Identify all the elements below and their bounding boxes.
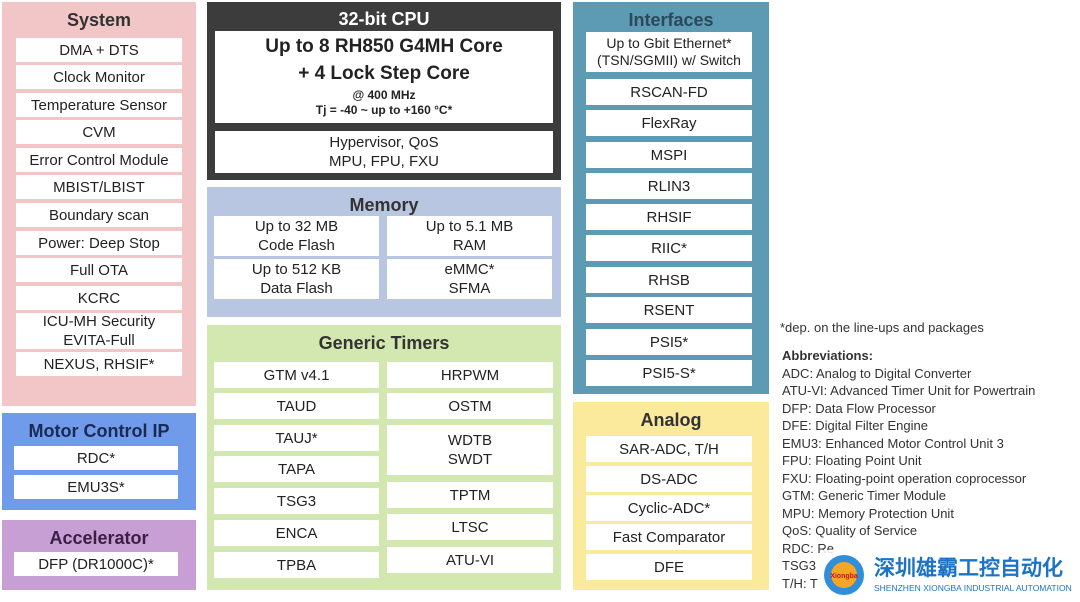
interface-item-psi5-s: PSI5-S*: [586, 360, 752, 386]
company-name: 深圳雄霸工控自动化: [874, 556, 1063, 580]
cpu-hypervisor-box: Hypervisor, QoS MPU, FPU, FXU: [215, 131, 553, 173]
abbreviations-block: Abbreviations: ADC: Analog to Digital Co…: [782, 347, 1035, 592]
interface-item-mspi: MSPI: [586, 142, 752, 168]
system-item-boundary-scan: Boundary scan: [16, 203, 182, 227]
analog-item-cyclic-adc: Cyclic-ADC*: [586, 495, 752, 521]
interface-item-rsent: RSENT: [586, 297, 752, 323]
abbreviation-item: T/H: T: [782, 575, 818, 591]
accelerator-panel: Accelerator DFP (DR1000C)*: [2, 520, 196, 590]
interfaces-title: Interfaces: [628, 10, 714, 30]
timers-panel: Generic Timers GTM v4.1 TAUD TAUJ* TAPA …: [207, 325, 561, 590]
interface-item-riic: RIIC*: [586, 235, 752, 261]
motor-item-emu3s: EMU3S*: [14, 475, 178, 499]
timer-item-atu-vi: ATU-VI: [387, 547, 553, 573]
abbreviation-item: EMU3: Enhanced Motor Control Unit 3: [782, 435, 1004, 451]
abbreviation-item: DFP: Data Flow Processor: [782, 400, 936, 416]
abbreviation-item: ADC: Analog to Digital Converter: [782, 365, 972, 381]
abbreviation-item: DFE: Digital Filter Engine: [782, 418, 928, 433]
abbreviation-item: MPU: Memory Protection Unit: [782, 505, 954, 521]
memory-panel: Memory Up to 32 MB Code Flash Up to 5.1 …: [207, 187, 561, 317]
system-panel: System DMA + DTS Clock Monitor Temperatu…: [2, 2, 196, 406]
system-title: System: [66, 10, 132, 30]
timer-item-tauj: TAUJ*: [214, 425, 379, 451]
timer-item-enca: ENCA: [214, 520, 379, 546]
timer-item-tpba: TPBA: [214, 552, 379, 578]
timer-item-tsg3: TSG3: [214, 488, 379, 514]
system-item-cvm: CVM: [16, 120, 182, 144]
svg-text:Xiongba: Xiongba: [830, 573, 858, 580]
system-item-icu-mh-security: ICU-MH Security EVITA-Full: [16, 313, 182, 349]
memory-item-data-flash: Up to 512 KB Data Flash: [214, 259, 379, 299]
system-item-full-ota: Full OTA: [16, 258, 182, 282]
motor-control-panel: Motor Control IP RDC* EMU3S*: [2, 413, 196, 510]
accelerator-item-dfp: DFP (DR1000C)*: [14, 552, 178, 576]
lineup-note: *dep. on the line-ups and packages: [780, 320, 984, 335]
interface-item-ethernet: Up to Gbit Ethernet* (TSN/SGMII) w/ Swit…: [586, 32, 752, 72]
watermark: Xiongba 深圳雄霸工控自动化 SHENZHEN XIONGBA INDUS…: [822, 550, 1078, 600]
interface-item-rhsb: RHSB: [586, 267, 752, 293]
motor-item-rdc: RDC*: [14, 446, 178, 470]
system-item-kcrc: KCRC: [16, 286, 182, 310]
company-subtitle: SHENZHEN XIONGBA INDUSTRIAL AUTOMATION: [874, 583, 1072, 593]
memory-item-ram: Up to 5.1 MB RAM: [387, 216, 552, 256]
cpu-panel: 32-bit CPU Up to 8 RH850 G4MH Core + 4 L…: [207, 2, 561, 180]
timer-item-gtm: GTM v4.1: [214, 362, 379, 388]
interface-item-rscan-fd: RSCAN-FD: [586, 79, 752, 105]
cpu-frequency: @ 400 MHz: [352, 88, 416, 102]
interfaces-panel: Interfaces Up to Gbit Ethernet* (TSN/SGM…: [573, 2, 769, 394]
memory-item-code-flash: Up to 32 MB Code Flash: [214, 216, 379, 256]
cpu-title: 32-bit CPU: [338, 9, 430, 29]
system-item-error-control-module: Error Control Module: [16, 148, 182, 172]
abbreviation-item: RDC: Re: [782, 540, 835, 556]
cpu-junction-temperature: Tj = -40 ~ up to +160 °C*: [315, 103, 453, 117]
system-item-power-deep-stop: Power: Deep Stop: [16, 231, 182, 255]
analog-panel: Analog SAR-ADC, T/H DS-ADC Cyclic-ADC* F…: [573, 402, 769, 590]
system-item-temperature-sensor: Temperature Sensor: [16, 93, 182, 117]
abbreviation-item: GTM: Generic Timer Module: [782, 488, 946, 503]
abbreviation-item: QoS: Quality of Service: [782, 523, 918, 538]
system-item-clock-monitor: Clock Monitor: [16, 65, 182, 89]
interface-item-rhsif: RHSIF: [586, 204, 752, 230]
abbreviation-item: TSG3: [782, 558, 816, 573]
system-item-dma: DMA + DTS: [16, 38, 182, 62]
timer-item-taud: TAUD: [214, 393, 379, 419]
interface-item-rlin3: RLIN3: [586, 173, 752, 199]
cpu-core-line1: Up to 8 RH850 G4MH Core: [265, 36, 503, 57]
memory-item-emmc-sfma: eMMC* SFMA: [387, 259, 552, 299]
cpu-core-box: Up to 8 RH850 G4MH Core + 4 Lock Step Co…: [215, 31, 553, 123]
cpu-core-line2: + 4 Lock Step Core: [298, 63, 470, 84]
timer-item-wdtb-swdt: WDTB SWDT: [387, 425, 553, 475]
analog-item-ds-adc: DS-ADC: [586, 466, 752, 492]
company-logo-icon: Xiongba: [824, 555, 864, 595]
abbreviations-title: Abbreviations:: [782, 348, 874, 363]
analog-item-dfe: DFE: [586, 554, 752, 580]
system-item-nexus: NEXUS, RHSIF*: [16, 352, 182, 376]
motor-control-title: Motor Control IP: [28, 421, 170, 441]
analog-item-sar-adc: SAR-ADC, T/H: [586, 436, 752, 462]
abbreviation-item: ATU-VI: Advanced Timer Unit for Powertra…: [782, 383, 1036, 398]
analog-item-fast-comparator: Fast Comparator: [586, 524, 752, 550]
timer-item-ostm: OSTM: [387, 393, 553, 419]
accelerator-title: Accelerator: [49, 528, 149, 548]
timer-item-tptm: TPTM: [387, 482, 553, 508]
analog-title: Analog: [640, 410, 702, 430]
interface-item-flexray: FlexRay: [586, 110, 752, 136]
timer-item-ltsc: LTSC: [387, 514, 553, 540]
interface-item-psi5: PSI5*: [586, 329, 752, 355]
memory-title: Memory: [349, 195, 419, 215]
abbreviation-item: FXU: Floating-point operation coprocesso…: [782, 470, 1027, 486]
abbreviation-item: FPU: Floating Point Unit: [782, 453, 922, 468]
timer-item-hrpwm: HRPWM: [387, 362, 553, 388]
timers-title: Generic Timers: [318, 333, 450, 353]
system-item-mbist: MBIST/LBIST: [16, 175, 182, 199]
timer-item-tapa: TAPA: [214, 456, 379, 482]
